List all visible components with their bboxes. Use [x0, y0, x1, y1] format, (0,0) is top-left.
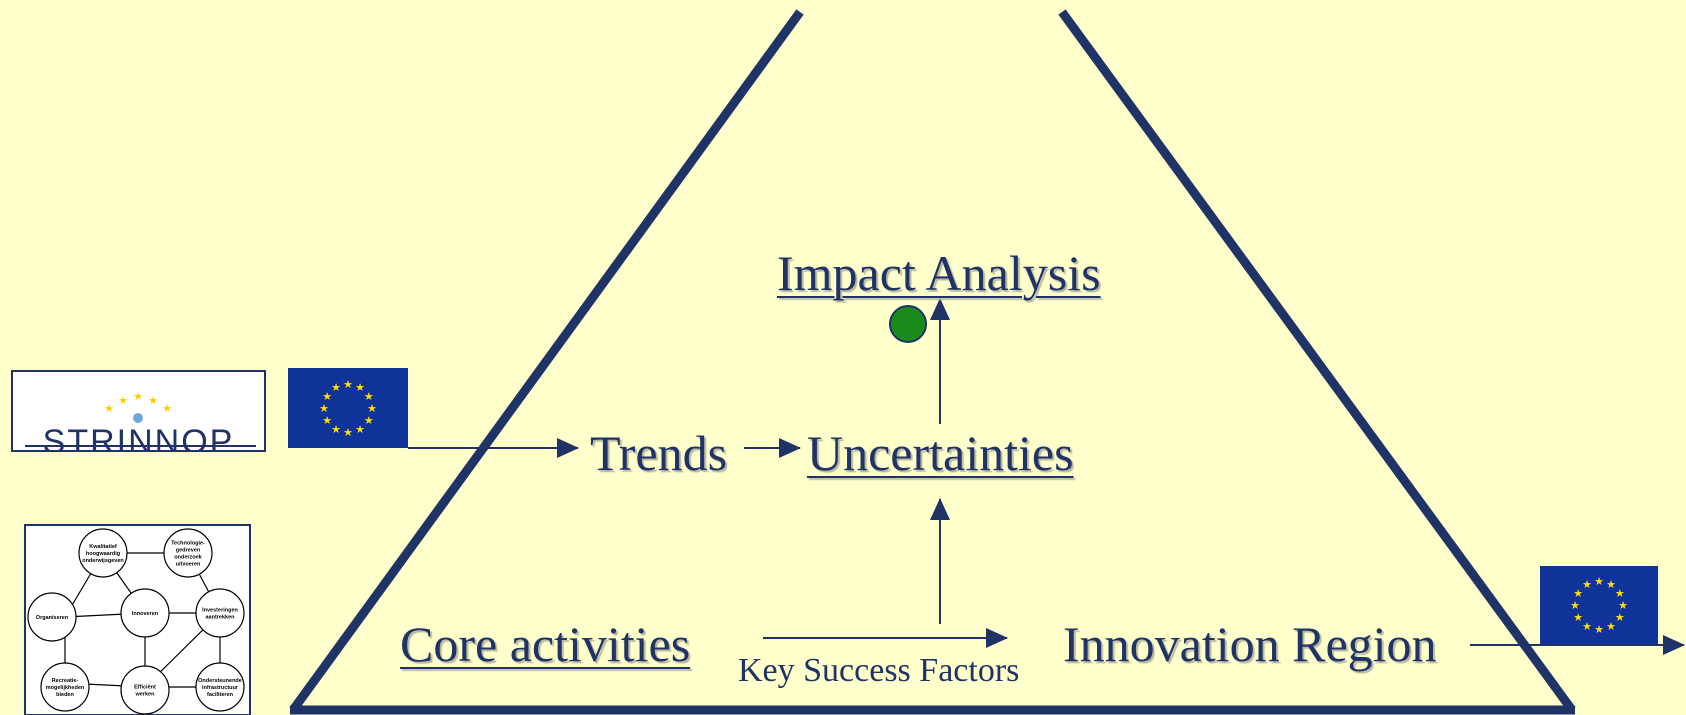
- uncertainties-link[interactable]: Uncertainties: [807, 425, 1074, 481]
- eu-star-icon: ★: [1618, 599, 1628, 612]
- eu-star-icon: ★: [1594, 623, 1604, 636]
- eu-star-icon: ★: [343, 378, 353, 391]
- network-node: [40, 662, 90, 712]
- eu-flag-icon: ★★★★★★★★★★★★: [1540, 566, 1658, 644]
- eu-star-icon: ★: [367, 402, 377, 415]
- network-node: [120, 665, 170, 715]
- trends-label: Trends: [590, 425, 728, 481]
- svg-text:★: ★: [133, 390, 143, 403]
- svg-text:★: ★: [162, 402, 172, 415]
- core-activities-link[interactable]: Core activities: [400, 616, 691, 672]
- network-node-label: Organiseren: [36, 615, 69, 621]
- eu-star-icon: ★: [1594, 575, 1604, 588]
- eu-star-icon: ★: [331, 381, 341, 394]
- network-node: [78, 528, 128, 578]
- triangle-right-edge: [1058, 9, 1576, 713]
- key-success-factors-label: Key Success Factors: [738, 652, 1020, 689]
- eu-star-icon: ★: [1606, 620, 1616, 633]
- eu-star-icon: ★: [364, 390, 374, 403]
- svg-text:★: ★: [118, 394, 128, 407]
- eu-star-icon: ★: [322, 414, 332, 427]
- eu-star-icon: ★: [1606, 578, 1616, 591]
- strinnop-logo-text: STRINNOP: [42, 423, 235, 452]
- network-node: [27, 592, 77, 642]
- eu-star-icon: ★: [1615, 611, 1625, 624]
- eu-star-icon: ★: [319, 402, 329, 415]
- eu-star-icon: ★: [364, 414, 374, 427]
- eu-star-icon: ★: [343, 426, 353, 439]
- network-node: [163, 528, 213, 578]
- innovation-region-label: Innovation Region: [1063, 616, 1437, 672]
- eu-star-icon: ★: [1570, 599, 1580, 612]
- eu-star-icon: ★: [331, 423, 341, 436]
- impact-analysis-link[interactable]: Impact Analysis: [777, 245, 1101, 301]
- network-node: [120, 588, 170, 638]
- eu-star-icon: ★: [1615, 587, 1625, 600]
- eu-star-icon: ★: [1582, 578, 1592, 591]
- status-dot[interactable]: [889, 305, 927, 343]
- svg-text:★: ★: [148, 394, 158, 407]
- eu-star-icon: ★: [322, 390, 332, 403]
- svg-text:★: ★: [104, 402, 114, 415]
- star-arc-icon: ★ ★ ★ ★ ★: [25, 390, 256, 447]
- network-node: [195, 588, 245, 638]
- strinnop-logo: ★ ★ ★ ★ ★ STRINNOP: [11, 370, 266, 452]
- eu-star-icon: ★: [355, 381, 365, 394]
- eu-star-icon: ★: [1582, 620, 1592, 633]
- eu-star-icon: ★: [355, 423, 365, 436]
- eu-star-icon: ★: [1573, 587, 1583, 600]
- triangle-left-edge: [289, 9, 804, 713]
- network-node: [195, 662, 245, 712]
- network-node-label: Innoveren: [132, 611, 159, 617]
- eu-flag-icon: ★★★★★★★★★★★★: [288, 368, 408, 448]
- eu-star-icon: ★: [1573, 611, 1583, 624]
